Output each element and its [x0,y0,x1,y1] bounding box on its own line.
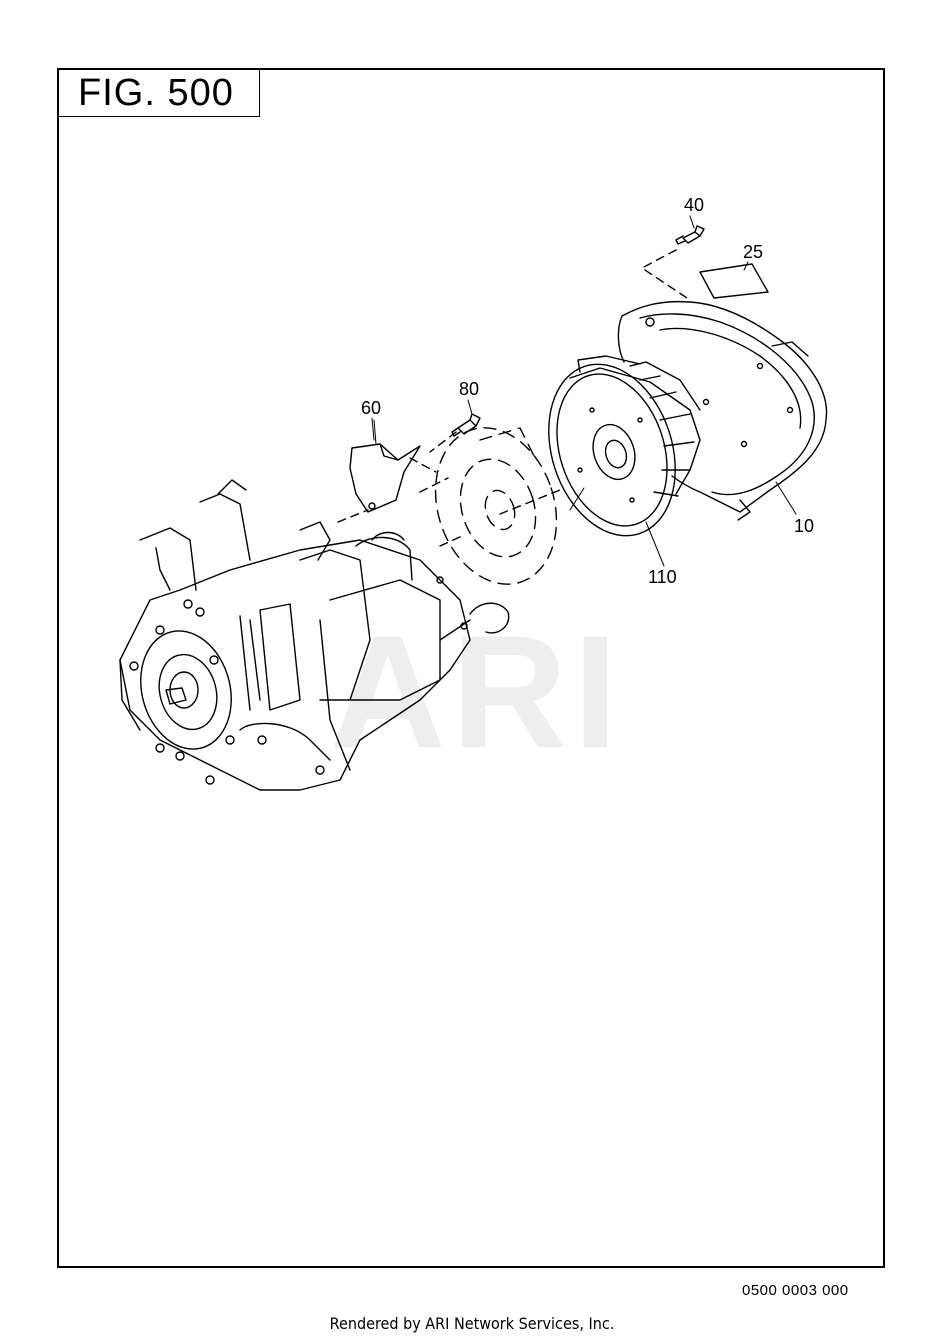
callout-60: 60 [361,398,382,418]
part-110-flywheel[interactable] [528,348,701,552]
ari-watermark: ARI [330,602,624,781]
callout-80: 80 [459,379,480,399]
callout-40: 40 [684,195,705,215]
callout-10: 10 [794,516,815,536]
engine-block [119,479,510,791]
center-axis-leader [439,489,561,547]
callout-110: 110 [648,567,677,587]
figure-title-box [57,68,260,117]
part-60-cover[interactable] [349,419,421,513]
part-40-bolt[interactable] [675,215,705,245]
figure-title: FIG. 500 [78,72,234,114]
part-80-leader [409,431,457,473]
callout-25: 25 [743,242,764,262]
part-40-leader [641,249,691,301]
phantom-flywheel-outline [434,427,558,585]
part-25-label[interactable] [699,261,769,299]
part-10-leader [775,481,797,515]
drawing-code: 0500 0003 000 [742,1282,849,1299]
diagram-frame [57,68,885,1268]
part-80-bolt[interactable] [451,399,481,437]
part-10-fan-shroud[interactable] [617,300,828,521]
part-110-leader [645,521,665,567]
callout-60-tick [371,417,375,441]
footer-credit: Rendered by ARI Network Services, Inc. [329,1314,615,1333]
part-60-leader [337,477,449,523]
